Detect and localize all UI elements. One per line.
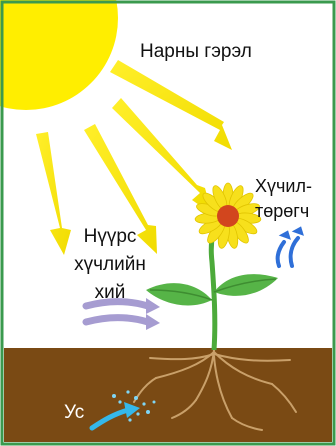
oxygen-label: Хүчил- төрөгч <box>255 174 312 224</box>
sunlight-label: Нарны гэрэл <box>140 41 252 64</box>
carbon-dioxide-label-line: хүчлийн <box>55 251 165 279</box>
carbon-dioxide-label-line: Нүүрс <box>55 223 165 251</box>
carbon-dioxide-label: Нүүрс хүчлийн хий <box>55 223 165 307</box>
oxygen-label-line: төрөгч <box>255 199 312 224</box>
water-label: Ус <box>64 402 84 425</box>
oxygen-label-line: Хүчил- <box>255 174 312 199</box>
flower-center <box>217 205 239 227</box>
carbon-dioxide-label-line: хий <box>55 279 165 307</box>
